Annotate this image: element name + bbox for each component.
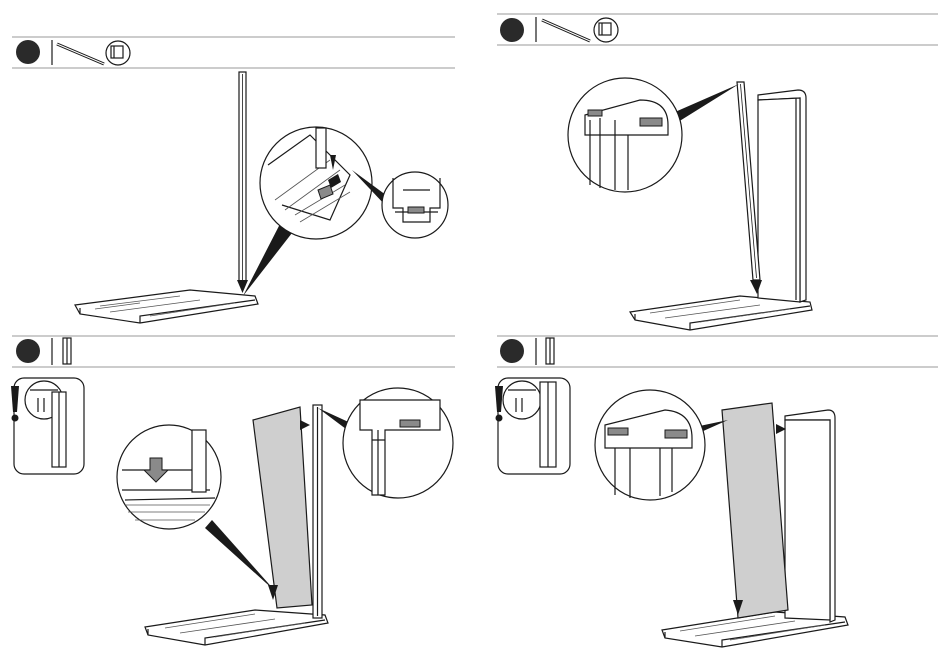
rod-icon — [57, 44, 104, 64]
step-b-badge — [500, 18, 524, 42]
warning-box — [495, 378, 570, 474]
warning-box — [11, 378, 84, 474]
step-c — [11, 336, 455, 645]
fixed-post — [313, 405, 322, 618]
step-b — [497, 14, 938, 330]
step-d-badge — [500, 339, 524, 363]
wall-panel — [722, 403, 788, 618]
step-d — [495, 336, 938, 647]
zoom-pointer — [205, 520, 276, 592]
detail-circle-slot — [117, 425, 221, 529]
connector-icon — [594, 18, 618, 42]
detail-circle-connector — [382, 172, 448, 238]
detail-circle-top — [568, 78, 682, 192]
zoom-pointer — [675, 84, 739, 122]
step-c-badge — [16, 339, 40, 363]
zoom-pointer — [243, 222, 292, 296]
post-profile-icon — [63, 338, 71, 364]
fixed-post — [785, 410, 835, 622]
base-floor — [145, 610, 328, 645]
base-floor — [75, 290, 258, 323]
rod-icon — [542, 20, 590, 41]
post-profile-icon — [546, 338, 554, 364]
vertical-rod — [237, 72, 248, 293]
fixed-post — [758, 90, 806, 302]
step-a-badge — [16, 40, 40, 64]
detail-circle-profile — [343, 388, 453, 498]
step-a — [12, 37, 455, 323]
detail-circle-clip — [260, 127, 372, 239]
detail-circle-top — [595, 390, 705, 500]
connector-icon — [106, 41, 130, 65]
